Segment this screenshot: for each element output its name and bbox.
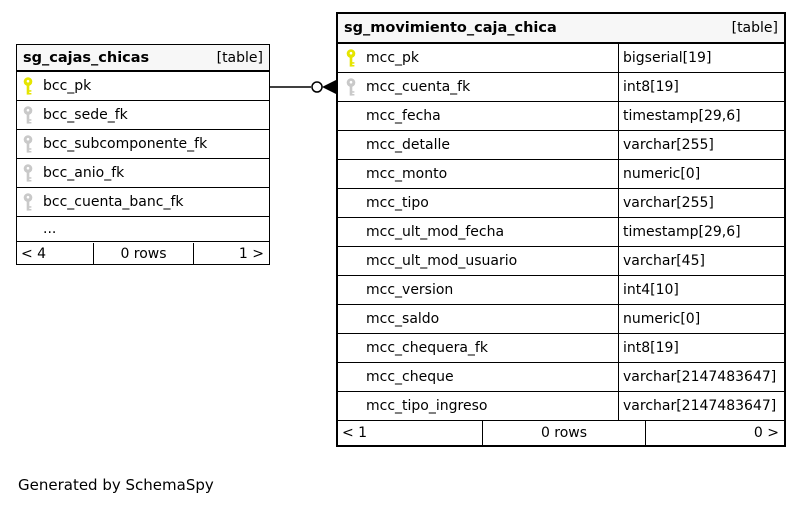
column-row: bcc_sede_fk	[17, 101, 269, 130]
parents-count: < 1	[342, 425, 368, 441]
column-type: numeric[0]	[618, 160, 784, 188]
children-count: 0 >	[645, 421, 784, 445]
foreign-key-icon	[23, 193, 33, 211]
foreign-key-icon	[23, 164, 33, 182]
column-row: mcc_tipo_ingreso varchar[2147483647]	[338, 392, 784, 421]
column-name: mcc_cuenta_fk	[366, 79, 471, 95]
column-name-cell: mcc_saldo	[338, 305, 618, 333]
column-name: mcc_cheque	[366, 369, 454, 385]
column-type: timestamp[29,6]	[618, 102, 784, 130]
column-name-cell: bcc_cuenta_banc_fk	[17, 188, 269, 216]
column-row: mcc_tipo varchar[255]	[338, 189, 784, 218]
column-row: mcc_saldo numeric[0]	[338, 305, 784, 334]
ellipsis-text: ...	[43, 221, 57, 237]
column-name: mcc_saldo	[366, 311, 440, 327]
table-footer: < 1 0 rows 0 >	[338, 421, 784, 445]
rows-count: 0 rows	[482, 421, 645, 445]
primary-key-icon	[23, 77, 33, 95]
column-name: mcc_ult_mod_usuario	[366, 253, 518, 269]
column-row: mcc_fecha timestamp[29,6]	[338, 102, 784, 131]
column-name: bcc_anio_fk	[43, 165, 125, 181]
table-type-badge: [table]	[216, 49, 263, 66]
parents-count: < 4	[21, 245, 47, 262]
column-type: timestamp[29,6]	[618, 218, 784, 246]
column-name: bcc_pk	[43, 78, 92, 94]
column-name: bcc_sede_fk	[43, 107, 128, 123]
column-row: mcc_chequera_fk int8[19]	[338, 334, 784, 363]
table-sg-movimiento-caja-chica: sg_movimiento_caja_chica [table] mcc_pk …	[336, 12, 786, 447]
column-name: bcc_subcomponente_fk	[43, 136, 208, 152]
children-count: 1 >	[193, 243, 269, 264]
column-name-cell: bcc_pk	[17, 72, 269, 100]
more-columns-row: ...	[17, 217, 269, 242]
connector-circle	[311, 81, 323, 93]
column-type: varchar[45]	[618, 247, 784, 275]
table-header: sg_cajas_chicas [table]	[17, 45, 269, 72]
column-name-cell: bcc_sede_fk	[17, 101, 269, 129]
column-row: mcc_pk bigserial[19]	[338, 44, 784, 73]
column-type: int8[19]	[618, 73, 784, 101]
rows-count: 0 rows	[93, 243, 193, 264]
column-name-cell: bcc_subcomponente_fk	[17, 130, 269, 158]
column-name: mcc_tipo_ingreso	[366, 398, 488, 414]
column-row: mcc_monto numeric[0]	[338, 160, 784, 189]
column-name-cell: mcc_detalle	[338, 131, 618, 159]
table-type-badge: [table]	[731, 20, 778, 36]
column-name: mcc_pk	[366, 50, 420, 66]
column-row: mcc_ult_mod_usuario varchar[45]	[338, 247, 784, 276]
column-name-cell: mcc_version	[338, 276, 618, 304]
column-row: mcc_cuenta_fk int8[19]	[338, 73, 784, 102]
column-name-cell: mcc_ult_mod_fecha	[338, 218, 618, 246]
column-name-cell: bcc_anio_fk	[17, 159, 269, 187]
column-name-cell: mcc_cuenta_fk	[338, 73, 618, 101]
column-name: mcc_ult_mod_fecha	[366, 224, 505, 240]
foreign-key-icon	[346, 78, 356, 96]
column-name: mcc_tipo	[366, 195, 429, 211]
column-type: numeric[0]	[618, 305, 784, 333]
column-row: bcc_pk	[17, 72, 269, 101]
table-name[interactable]: sg_cajas_chicas	[23, 49, 150, 66]
column-row: bcc_subcomponente_fk	[17, 130, 269, 159]
column-type: varchar[2147483647]	[618, 392, 784, 420]
column-name-cell: mcc_ult_mod_usuario	[338, 247, 618, 275]
column-name: mcc_detalle	[366, 137, 450, 153]
column-row: bcc_anio_fk	[17, 159, 269, 188]
column-row: mcc_detalle varchar[255]	[338, 131, 784, 160]
table-header: sg_movimiento_caja_chica [table]	[338, 14, 784, 44]
column-name-cell: mcc_cheque	[338, 363, 618, 391]
primary-key-icon	[346, 49, 356, 67]
column-type: int4[10]	[618, 276, 784, 304]
foreign-key-icon	[23, 106, 33, 124]
column-row: mcc_cheque varchar[2147483647]	[338, 363, 784, 392]
column-name: mcc_chequera_fk	[366, 340, 488, 356]
column-name: bcc_cuenta_banc_fk	[43, 194, 184, 210]
column-name-cell: mcc_fecha	[338, 102, 618, 130]
fk-relationship-connector	[270, 80, 336, 94]
column-type: varchar[2147483647]	[618, 363, 784, 391]
column-row: mcc_ult_mod_fecha timestamp[29,6]	[338, 218, 784, 247]
table-footer: < 4 0 rows 1 >	[17, 243, 269, 264]
column-row: mcc_version int4[10]	[338, 276, 784, 305]
column-name-cell: mcc_pk	[338, 44, 618, 72]
column-name: mcc_version	[366, 282, 454, 298]
column-type: varchar[255]	[618, 131, 784, 159]
connector-arrowhead	[322, 80, 336, 94]
column-type: bigserial[19]	[618, 44, 784, 72]
column-name-cell: mcc_monto	[338, 160, 618, 188]
column-name-cell: mcc_tipo	[338, 189, 618, 217]
column-name: mcc_fecha	[366, 108, 441, 124]
foreign-key-icon	[23, 135, 33, 153]
column-name-cell: mcc_chequera_fk	[338, 334, 618, 362]
column-type: varchar[255]	[618, 189, 784, 217]
ellipsis-cell: ...	[17, 217, 269, 241]
column-name: mcc_monto	[366, 166, 448, 182]
column-row: bcc_cuenta_banc_fk	[17, 188, 269, 217]
table-name[interactable]: sg_movimiento_caja_chica	[344, 20, 557, 36]
column-name-cell: mcc_tipo_ingreso	[338, 392, 618, 420]
generated-by-note: Generated by SchemaSpy	[18, 476, 214, 494]
column-type: int8[19]	[618, 334, 784, 362]
table-sg-cajas-chicas: sg_cajas_chicas [table] bcc_pk bcc_sede_…	[16, 44, 270, 265]
